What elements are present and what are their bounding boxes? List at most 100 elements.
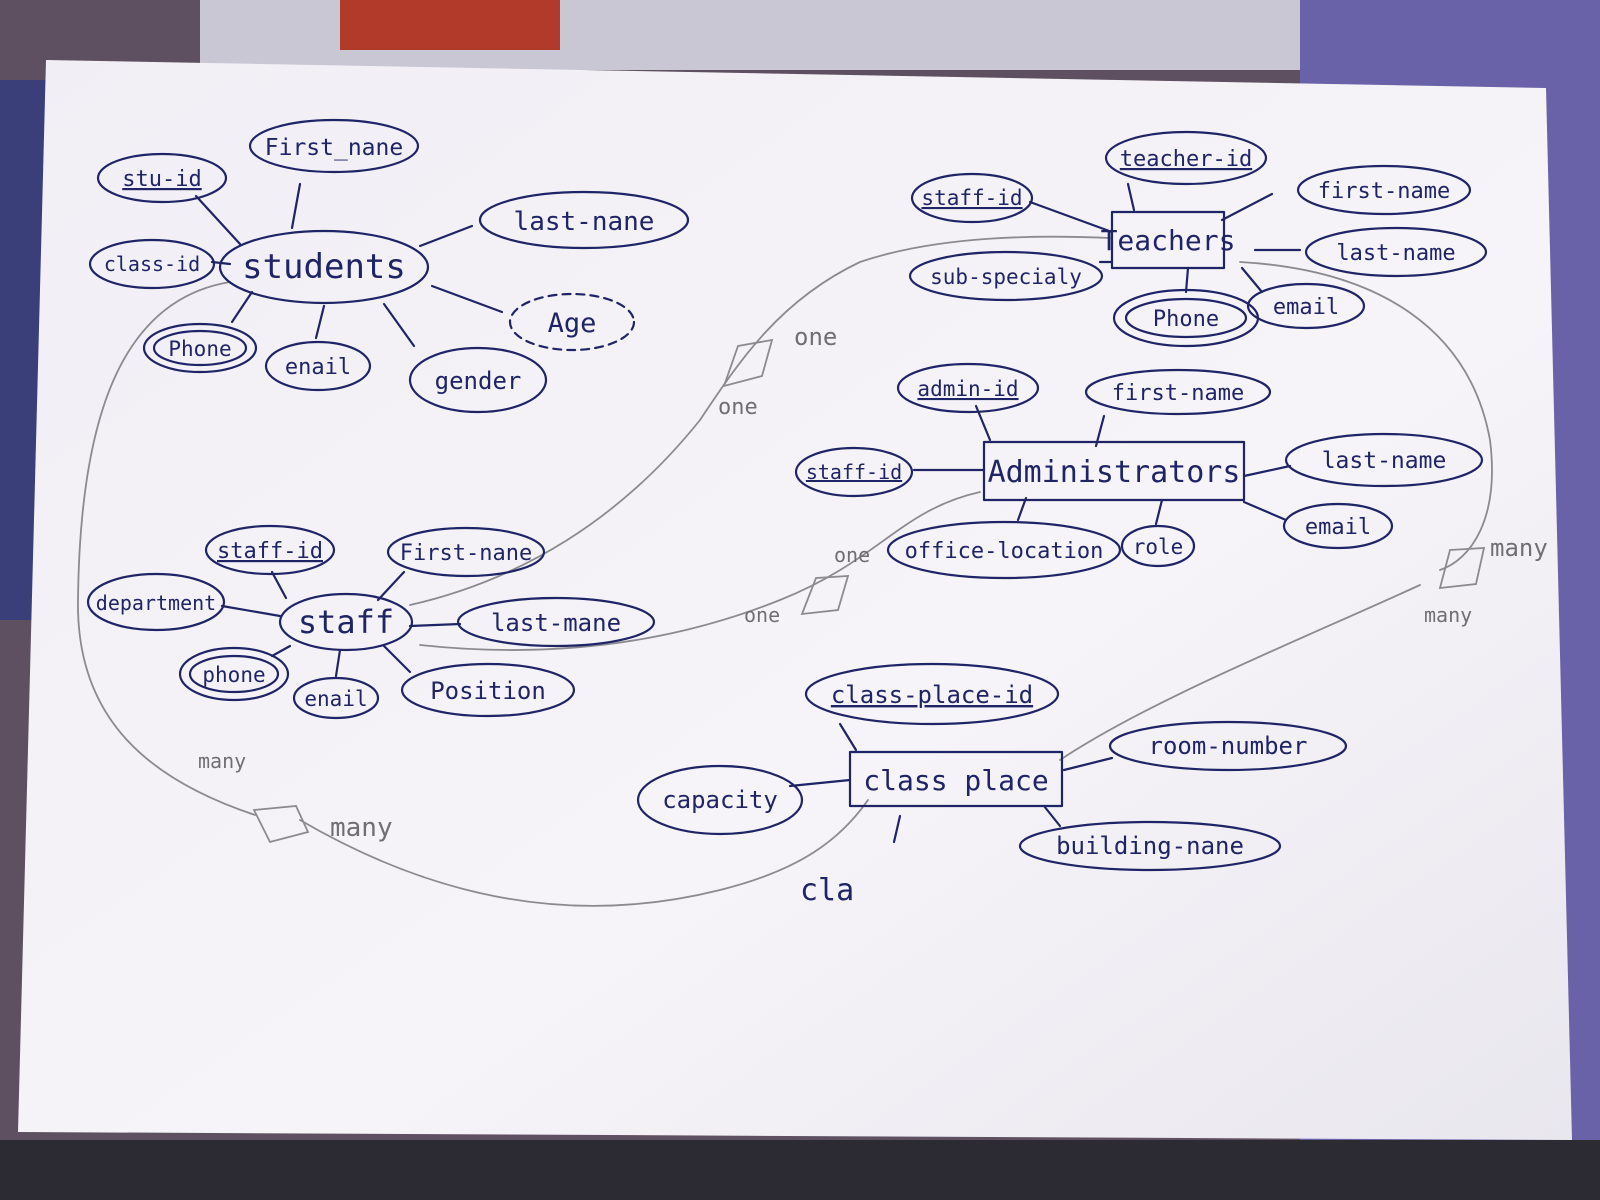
link xyxy=(408,622,462,628)
attr-building-name: building-nane xyxy=(1056,832,1244,860)
attr-shape xyxy=(408,346,548,414)
link xyxy=(334,648,342,678)
attr-shape xyxy=(896,362,1040,414)
link xyxy=(1042,804,1062,828)
attr-shape xyxy=(1284,432,1484,488)
card-one: one xyxy=(744,603,780,627)
link xyxy=(270,570,288,600)
attr-shape xyxy=(88,238,216,290)
attr-shape-multivalued-inner xyxy=(1124,297,1248,339)
entity-class-place-shape xyxy=(848,750,1064,808)
attr-stu-id: stu-id xyxy=(122,167,201,192)
attr-last-name: last-name xyxy=(1322,448,1447,474)
attr-shape xyxy=(1282,502,1394,550)
card-many: many xyxy=(330,813,393,843)
attr-sub-specialty: sub-specialy xyxy=(930,265,1082,289)
link xyxy=(270,644,292,658)
attr-shape xyxy=(886,520,1122,580)
link xyxy=(1154,498,1164,526)
attr-admin-id: admin-id xyxy=(917,377,1018,401)
attr-shape xyxy=(86,572,226,632)
entity-administrators-shape xyxy=(982,440,1246,502)
entity-teachers-shape xyxy=(1110,210,1226,270)
link xyxy=(1016,496,1028,522)
link xyxy=(418,224,474,248)
card-one: one xyxy=(794,323,837,351)
attr-shape xyxy=(478,190,690,250)
attr-teacher-id: teacher-id xyxy=(1120,147,1252,172)
attr-room-number: room-number xyxy=(1149,732,1308,760)
link xyxy=(838,722,858,752)
paper-sheet xyxy=(18,60,1572,1140)
attr-shape-derived xyxy=(508,292,636,352)
link xyxy=(1242,500,1288,522)
entity-staff: staff xyxy=(298,603,394,641)
attr-shape xyxy=(1296,164,1472,216)
attr-role: role xyxy=(1133,535,1184,559)
link xyxy=(1028,200,1114,234)
rel-diamond-stu-class xyxy=(252,805,310,844)
card-many: many xyxy=(1490,534,1548,562)
link xyxy=(1184,266,1190,294)
attr-phone: phone xyxy=(202,663,265,687)
attr-shape xyxy=(264,340,372,392)
students-class-line xyxy=(77,281,256,816)
rel-diamond-teach-staff xyxy=(722,338,774,388)
attr-position: Position xyxy=(430,677,546,705)
attr-shape-multivalued-outer xyxy=(142,322,258,374)
attr-shape xyxy=(1304,226,1488,278)
attr-department: department xyxy=(96,591,216,615)
attr-shape xyxy=(386,526,546,578)
link xyxy=(1126,182,1136,212)
attr-shape-multivalued-outer xyxy=(178,646,290,702)
scribble-text: cla xyxy=(800,873,854,908)
link xyxy=(220,604,282,618)
card-many: many xyxy=(1424,603,1472,627)
link xyxy=(376,570,406,602)
students-cluster: students stu-id First_nane last-nane cla… xyxy=(88,118,690,414)
attr-last-name: last-mane xyxy=(491,609,621,637)
entity-teachers: Teachers xyxy=(1101,224,1236,257)
many-class-line-2 xyxy=(1059,584,1421,761)
attr-first-name: first-name xyxy=(1112,381,1244,406)
card-one: one xyxy=(834,543,870,567)
card-many: many xyxy=(198,749,246,773)
attr-email: email xyxy=(1273,295,1339,320)
entity-students-shape xyxy=(218,229,430,305)
link xyxy=(1242,464,1292,478)
attr-first-name: first-name xyxy=(1318,179,1450,204)
attr-shape xyxy=(248,118,420,174)
rel-diamond-teach-class xyxy=(1438,547,1486,590)
link xyxy=(1240,266,1264,294)
link xyxy=(430,284,504,314)
link xyxy=(1062,756,1114,772)
attr-shape xyxy=(794,446,914,498)
attr-first-name: First_nane xyxy=(265,135,403,161)
red-label xyxy=(340,0,560,50)
attr-shape-multivalued-inner xyxy=(188,654,280,694)
link xyxy=(290,182,302,230)
attr-shape xyxy=(804,662,1060,726)
attr-office-location: office-location xyxy=(905,539,1104,564)
administrators-cluster: Administrators admin-id first-name staff… xyxy=(794,362,1484,580)
attr-age: Age xyxy=(548,308,597,339)
entity-staff-shape xyxy=(278,592,414,652)
card-one: one xyxy=(718,395,758,420)
staff-teachers-line xyxy=(409,235,1111,606)
staff-cluster: staff staff-id First-nane department las… xyxy=(86,524,656,720)
attr-email: enail xyxy=(285,355,351,380)
link xyxy=(230,290,254,324)
link xyxy=(788,778,852,788)
teachers-cluster: Teachers teacher-id staff-id first-name … xyxy=(908,130,1488,348)
rel-diamond-admin-staff xyxy=(800,575,850,616)
attr-email: enail xyxy=(304,687,367,711)
attr-class-place-id: class-place-id xyxy=(831,681,1033,709)
attr-shape xyxy=(456,596,656,648)
link xyxy=(1220,192,1274,222)
link xyxy=(194,194,242,246)
link xyxy=(382,302,416,348)
attr-phone: Phone xyxy=(168,337,231,361)
attr-shape xyxy=(910,172,1034,224)
